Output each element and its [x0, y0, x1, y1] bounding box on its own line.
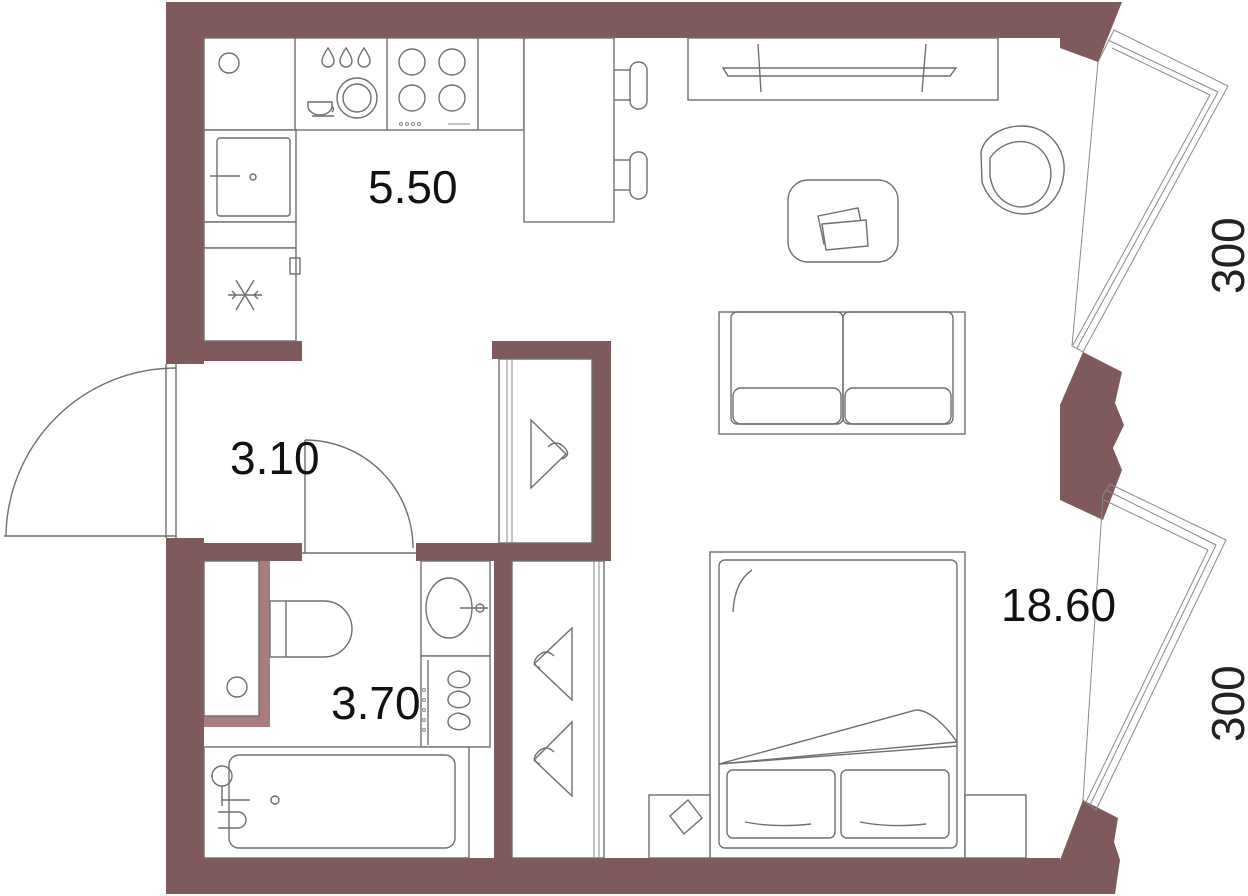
toilet-icon — [203, 560, 353, 717]
washing-machine-icon — [420, 655, 491, 748]
hall-area-label: 3.10 — [230, 432, 320, 484]
hanger-icon — [532, 626, 573, 702]
interior-walls — [204, 38, 611, 858]
washbasin-icon — [420, 560, 491, 657]
window-lower — [1082, 483, 1227, 811]
dishwasher-icon — [307, 46, 378, 119]
nightstand-right — [964, 794, 1027, 859]
tv-cabinet — [687, 37, 999, 101]
stove-icon — [398, 48, 470, 126]
hanger-icon — [532, 720, 573, 798]
hall-wardrobe — [498, 358, 593, 544]
kitchen-area-label: 5.50 — [368, 161, 458, 213]
sofa — [718, 311, 966, 435]
bathroom-area-label: 3.70 — [331, 677, 421, 729]
bar-counter — [523, 37, 615, 223]
bar-stool-top — [614, 61, 648, 110]
sink-icon — [210, 137, 291, 217]
coffee-table — [787, 179, 899, 263]
bathtub-icon — [203, 746, 470, 859]
living-area-label: 18.60 — [1001, 579, 1116, 631]
armchair-icon — [980, 125, 1065, 215]
window-upper-dimension: 300 — [1202, 217, 1248, 294]
entrance-door — [4, 364, 177, 538]
bar-stool-bottom — [614, 151, 648, 200]
hanger-icon — [530, 418, 569, 490]
bathroom-door — [300, 439, 418, 554]
bed — [709, 551, 966, 859]
exterior-walls — [166, 2, 1124, 894]
window-upper — [1071, 29, 1229, 353]
fridge-icon — [203, 247, 301, 342]
nightstand-left — [648, 794, 711, 859]
window-lower-dimension: 300 — [1202, 665, 1248, 742]
bedroom-wardrobe — [511, 560, 605, 859]
